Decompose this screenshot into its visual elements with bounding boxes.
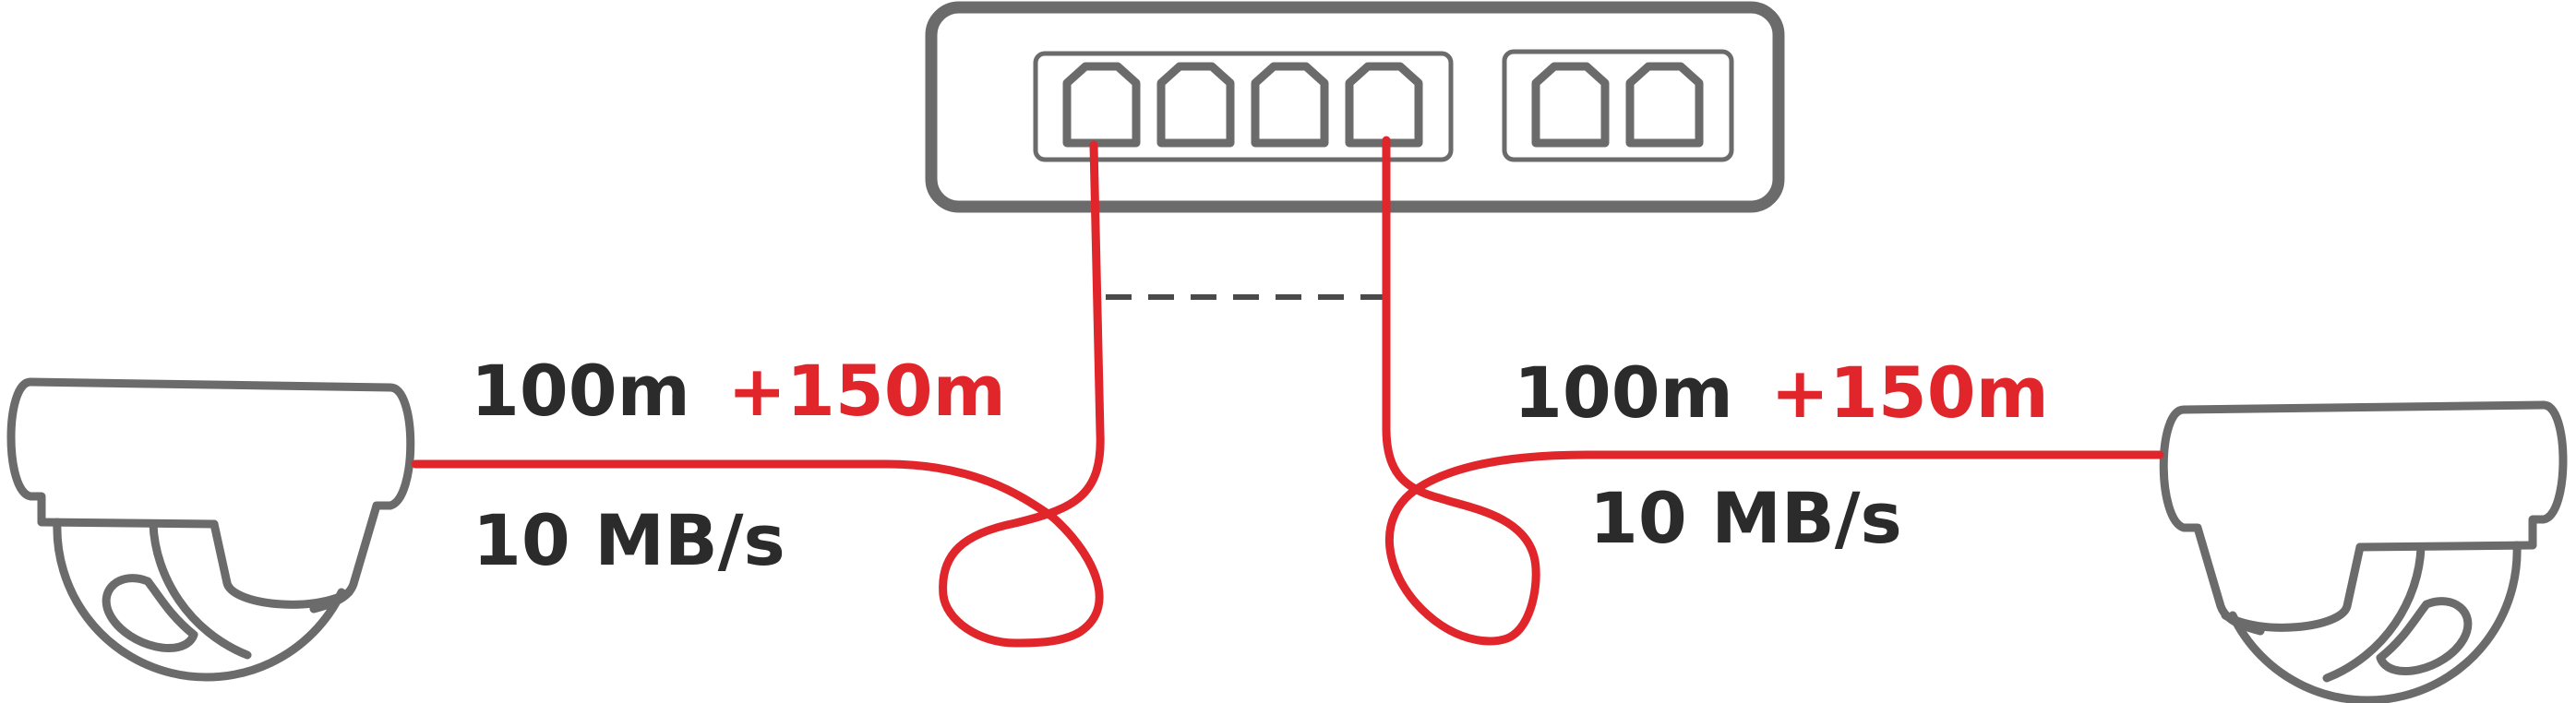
svg-text:100m +150m: 100m +150m: [1514, 352, 2049, 434]
right-speed-label: 10 MB/s: [1589, 477, 1902, 559]
camera-lens-ring: [149, 519, 252, 660]
rj45-port-icon: [1345, 62, 1423, 148]
camera-tilt-plate: [2221, 542, 2365, 632]
svg-text:100m +150m: 100m +150m: [471, 350, 1006, 432]
camera-housing-left: [6, 377, 46, 527]
camera-housing: [2159, 400, 2548, 636]
right-distance-base: 100m: [1514, 352, 1733, 434]
network-switch-icon: [925, 1, 1785, 213]
left-cable: [411, 140, 1105, 648]
left-distance-base: 100m: [471, 350, 690, 432]
camera-mount-line: [2355, 541, 2537, 552]
camera-tilt-plate: [210, 519, 353, 609]
switch-body: [925, 1, 1785, 213]
right-distance-extra: +150m: [1770, 352, 2049, 434]
camera-dome: [2228, 541, 2522, 703]
camera-housing-left: [2528, 400, 2568, 550]
dome-camera-icon: [2159, 400, 2568, 703]
right-cable: [1382, 136, 2164, 646]
port-group-uplink: [1502, 49, 1734, 162]
camera-dome: [53, 518, 346, 682]
rj45-port-icon: [1625, 62, 1704, 148]
rj45-port-icon: [1531, 62, 1610, 148]
rj45-port-icon: [1062, 62, 1141, 148]
camera-housing: [26, 377, 415, 614]
left-speed-label: 10 MB/s: [473, 499, 785, 581]
camera-lens: [102, 574, 198, 652]
rj45-port-icon: [1156, 62, 1235, 148]
rj45-port-icon: [1251, 62, 1329, 148]
port-group-main: [1033, 51, 1454, 162]
camera-mount-line: [37, 518, 219, 529]
dome-camera-icon: [6, 377, 415, 682]
camera-lens-ring: [2322, 542, 2426, 683]
camera-lens: [2376, 597, 2473, 675]
left-distance-extra: +150m: [727, 350, 1006, 432]
